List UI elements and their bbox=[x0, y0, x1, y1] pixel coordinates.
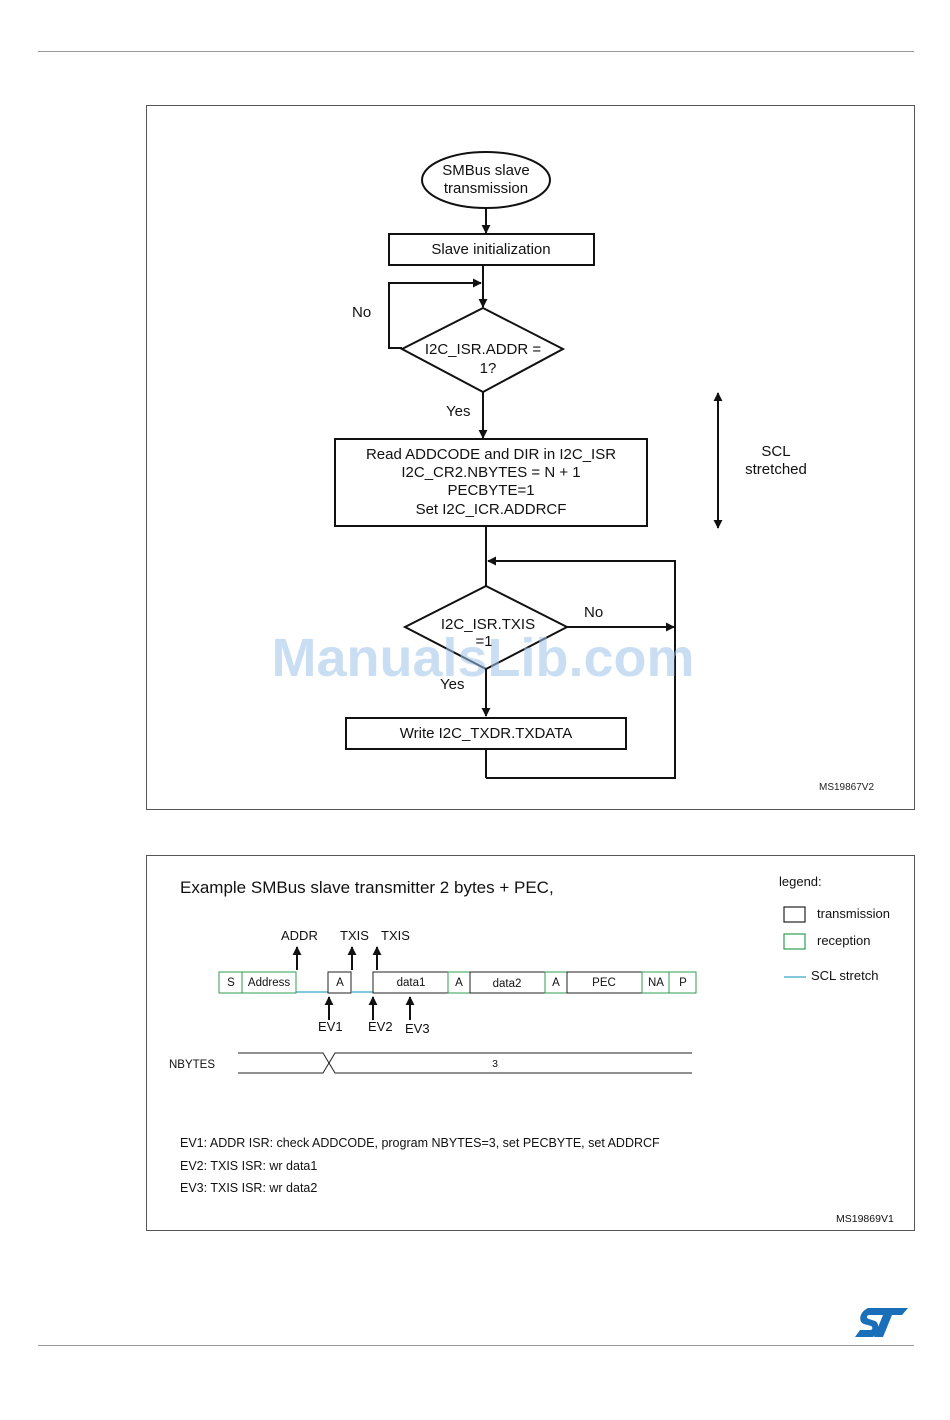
decision-txis-line2: =1 bbox=[475, 633, 492, 650]
st-logo bbox=[855, 1308, 908, 1337]
event-txis2-label: TXIS bbox=[381, 928, 410, 943]
field-address-label: Address bbox=[248, 977, 290, 989]
field-pec-label: PEC bbox=[592, 977, 616, 989]
nbytes-bus-bottom bbox=[238, 1062, 692, 1074]
field-start-label: S bbox=[227, 977, 235, 989]
field-ack-1-label: A bbox=[336, 977, 344, 989]
decision-txis-line1: I2C_ISR.TXIS bbox=[441, 616, 535, 633]
note-ev3: EV3: TXIS ISR: wr data2 bbox=[180, 1181, 317, 1195]
start-label-line2: transmission bbox=[444, 180, 528, 197]
field-stop bbox=[668, 971, 697, 994]
process-line1: Read ADDCODE and DIR in I2C_ISR bbox=[366, 446, 616, 463]
note-ev1: EV1: ADDR ISR: check ADDCODE, program NB… bbox=[180, 1136, 660, 1150]
decision-addr-line1: I2C_ISR.ADDR = bbox=[425, 341, 542, 358]
field-nack-label: NA bbox=[648, 977, 664, 989]
legend-transmission-label: transmission bbox=[817, 906, 890, 921]
nbytes-bus-top bbox=[238, 1052, 692, 1064]
process-line4: Set I2C_ICR.ADDRCF bbox=[416, 501, 567, 518]
scl-stretch-line2: stretched bbox=[745, 461, 807, 478]
start-label-line1: SMBus slave bbox=[442, 162, 530, 179]
process-box bbox=[334, 438, 648, 527]
process-line2: I2C_CR2.NBYTES = N + 1 bbox=[401, 464, 580, 481]
init-box bbox=[388, 233, 595, 266]
init-label: Slave initialization bbox=[431, 241, 550, 258]
legend-heading: legend: bbox=[779, 874, 822, 889]
field-ack-1 bbox=[327, 971, 352, 994]
legend-stretch-label: SCL stretch bbox=[811, 968, 878, 983]
event-ev3-label: EV3 bbox=[405, 1021, 430, 1036]
process-line3: PECBYTE=1 bbox=[447, 482, 534, 499]
event-txis1-label: TXIS bbox=[340, 928, 369, 943]
no-label-2: No bbox=[584, 604, 603, 621]
nbytes-value: 3 bbox=[492, 1058, 498, 1070]
timing-panel: Example SMBus slave transmitter 2 bytes … bbox=[146, 855, 915, 1231]
yes-label-1: Yes bbox=[446, 403, 470, 420]
field-data1-label: data1 bbox=[397, 977, 426, 989]
scl-stretch-line1: SCL bbox=[761, 443, 790, 460]
field-stop-label: P bbox=[679, 977, 687, 989]
timing-title: Example SMBus slave transmitter 2 bytes … bbox=[180, 878, 554, 897]
watermark: ManualsLib.com bbox=[271, 628, 694, 688]
write-label: Write I2C_TXDR.TXDATA bbox=[400, 725, 573, 742]
write-box bbox=[345, 717, 627, 750]
note-ev2: EV2: TXIS ISR: wr data1 bbox=[180, 1159, 317, 1173]
bottom-rule bbox=[38, 1345, 914, 1346]
event-addr-label: ADDR bbox=[281, 928, 318, 943]
flowchart-diagram: SMBus slave transmission Slave initializ… bbox=[271, 151, 874, 793]
arrow-no-loop-1 bbox=[388, 278, 482, 349]
timing-diagram: Example SMBus slave transmitter 2 bytes … bbox=[169, 874, 894, 1225]
field-address bbox=[241, 971, 297, 994]
field-data2-label: data2 bbox=[493, 978, 522, 990]
field-ack-2-label: A bbox=[455, 977, 463, 989]
field-ack-3-label: A bbox=[552, 977, 560, 989]
legend-transmission-swatch bbox=[783, 906, 806, 923]
top-rule bbox=[38, 51, 914, 52]
timing-figure-code: MS19869V1 bbox=[836, 1213, 894, 1225]
decision-addr-line2: 1? bbox=[480, 360, 497, 377]
legend-reception-label: reception bbox=[817, 933, 870, 948]
event-ev2-label: EV2 bbox=[368, 1019, 393, 1034]
event-ev1-label: EV1 bbox=[318, 1019, 343, 1034]
legend-reception-swatch bbox=[783, 933, 806, 950]
flowchart-figure-code: MS19867V2 bbox=[819, 782, 874, 793]
nbytes-label: NBYTES bbox=[169, 1059, 215, 1071]
yes-label-2: Yes bbox=[440, 676, 464, 693]
arrow-loop-back bbox=[486, 556, 676, 779]
flowchart-panel: SMBus slave transmission Slave initializ… bbox=[146, 105, 915, 810]
no-label-1: No bbox=[352, 304, 371, 321]
